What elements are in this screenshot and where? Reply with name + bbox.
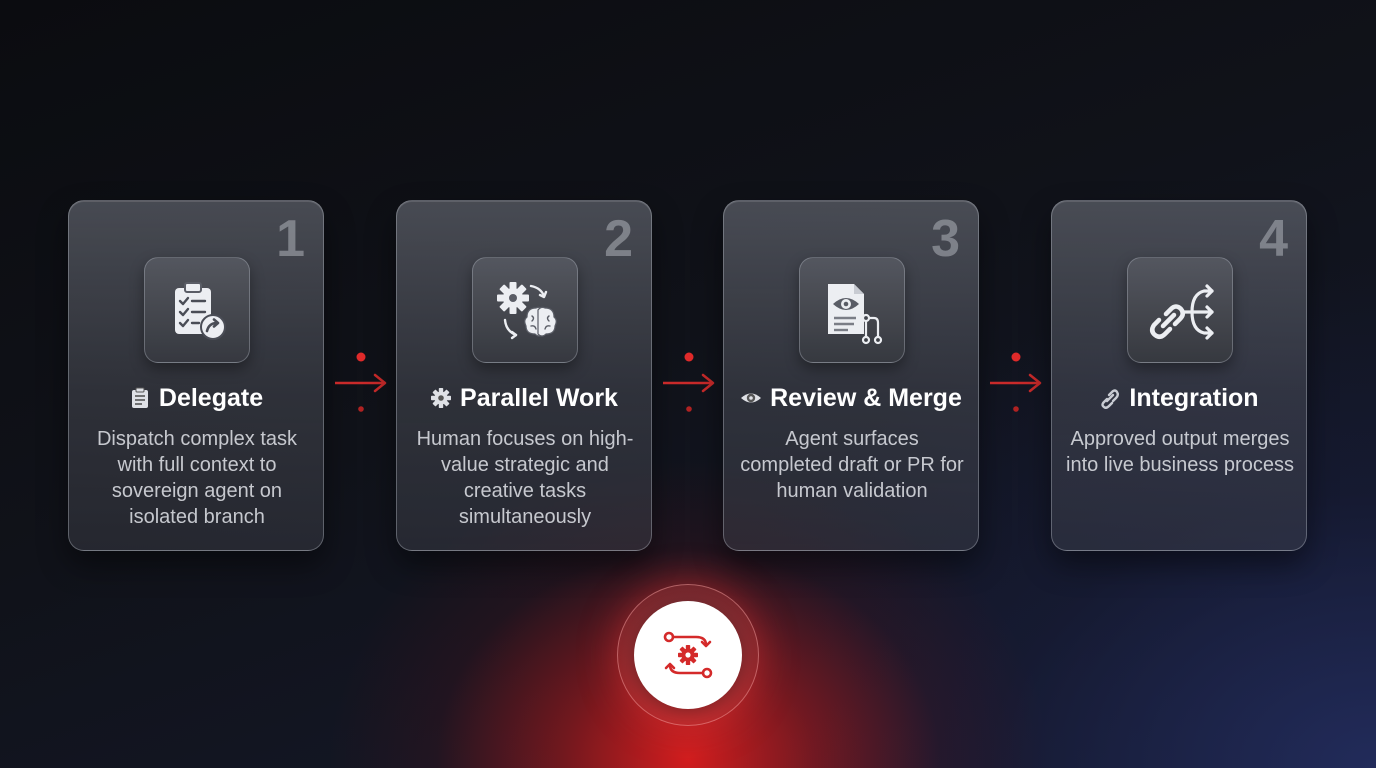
step-description: Agent surfaces completed draft or PR for… (740, 428, 964, 502)
step-card-4: 4 Integration (1051, 200, 1307, 551)
step-title: Integration (1052, 384, 1306, 413)
hub-badge (634, 601, 742, 709)
link-icon (1101, 389, 1120, 409)
step-description: Dispatch complex task with full context … (96, 428, 298, 528)
icon-tile (144, 257, 250, 363)
step-title: Parallel Work (397, 384, 651, 413)
workflow-hub (617, 584, 759, 726)
step-description: Approved output merges into live busines… (1066, 428, 1294, 476)
flow-arrow-2-3 (661, 352, 717, 414)
step-card-3: 3 Review & Merge Agent surfaces complete… (723, 200, 979, 551)
clipboard-icon (131, 387, 148, 408)
gear-icon (431, 388, 452, 408)
step-title-label: Review & Merge (770, 384, 962, 412)
icon-tile (799, 257, 905, 363)
step-number: 3 (931, 210, 960, 268)
step-description: Human focuses on high-value strategic an… (416, 428, 634, 528)
step-card-1: 1 Delegate Dispatch complex task with fu… (68, 200, 324, 551)
eye-icon (741, 393, 762, 403)
gear-brain-cycle-icon (497, 282, 557, 340)
step-title: Review & Merge (724, 384, 978, 413)
step-number: 2 (604, 210, 633, 268)
clipboard-checklist-share-icon (175, 282, 226, 340)
step-number: 1 (276, 210, 305, 268)
link-branch-arrows-icon (1150, 284, 1214, 340)
document-eye-merge-icon (828, 284, 883, 345)
workflow-gear-icon (663, 631, 713, 679)
step-number: 4 (1259, 210, 1288, 268)
icon-tile (1127, 257, 1233, 363)
step-title-label: Parallel Work (460, 384, 618, 412)
step-title: Delegate (69, 384, 323, 413)
step-title-label: Integration (1129, 384, 1259, 412)
flow-arrow-3-4 (988, 352, 1044, 414)
step-card-2: 2 (396, 200, 652, 551)
step-title-label: Delegate (158, 384, 264, 412)
icon-tile (472, 257, 578, 363)
flow-arrow-1-2 (333, 352, 389, 414)
